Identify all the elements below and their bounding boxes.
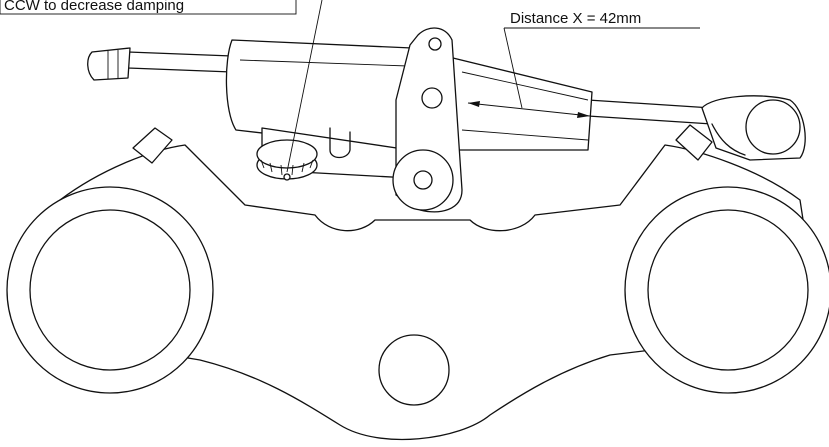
- dimension-leader-line: [503, 27, 523, 109]
- rod-left: [127, 51, 233, 73]
- cylinder-seam-lower: [461, 129, 589, 141]
- right-mount-tab: [675, 124, 713, 161]
- damper-rod: [87, 47, 713, 125]
- arm-upper-hole: [428, 37, 442, 51]
- clevis-arm: [711, 123, 746, 156]
- arm-lower-boss: [392, 149, 454, 211]
- damping-callout: CCW to decrease damping: [0, 0, 323, 173]
- triple-clamp: [6, 124, 829, 441]
- rod-end-clevis: [701, 95, 806, 161]
- clevis-bushing: [745, 99, 801, 155]
- arm-lower-hole: [413, 170, 433, 190]
- damping-adjuster-knob[interactable]: [256, 139, 318, 181]
- damping-leader-line: [286, 0, 323, 173]
- clamp-outline: [19, 144, 821, 441]
- damping-note-box: [0, 0, 297, 15]
- rod-right: [587, 99, 713, 125]
- distance-dimension: Distance X = 42mm: [467, 10, 700, 118]
- dimension-arrow-left: [468, 101, 480, 107]
- cylinder-top-edge: [239, 59, 409, 67]
- distance-label: Distance X = 42mm: [510, 10, 641, 27]
- damping-note: CCW to decrease damping: [4, 0, 184, 14]
- center-mount-arm: [392, 27, 463, 213]
- left-mount-tab: [132, 127, 173, 164]
- cylinder-seam: [461, 71, 589, 101]
- arm-mid-hole: [421, 87, 443, 109]
- left-fork-ring-inner: [29, 209, 191, 371]
- rod-end-left: [87, 47, 131, 81]
- dimension-arrow-right: [577, 112, 590, 118]
- steering-stem-hole: [378, 334, 450, 406]
- right-fork-ring-inner: [647, 209, 809, 371]
- left-fork-ring-outer: [6, 186, 214, 394]
- body-bracket: [329, 127, 351, 159]
- dimension-line: [467, 102, 591, 117]
- right-fork-ring-outer: [624, 186, 829, 394]
